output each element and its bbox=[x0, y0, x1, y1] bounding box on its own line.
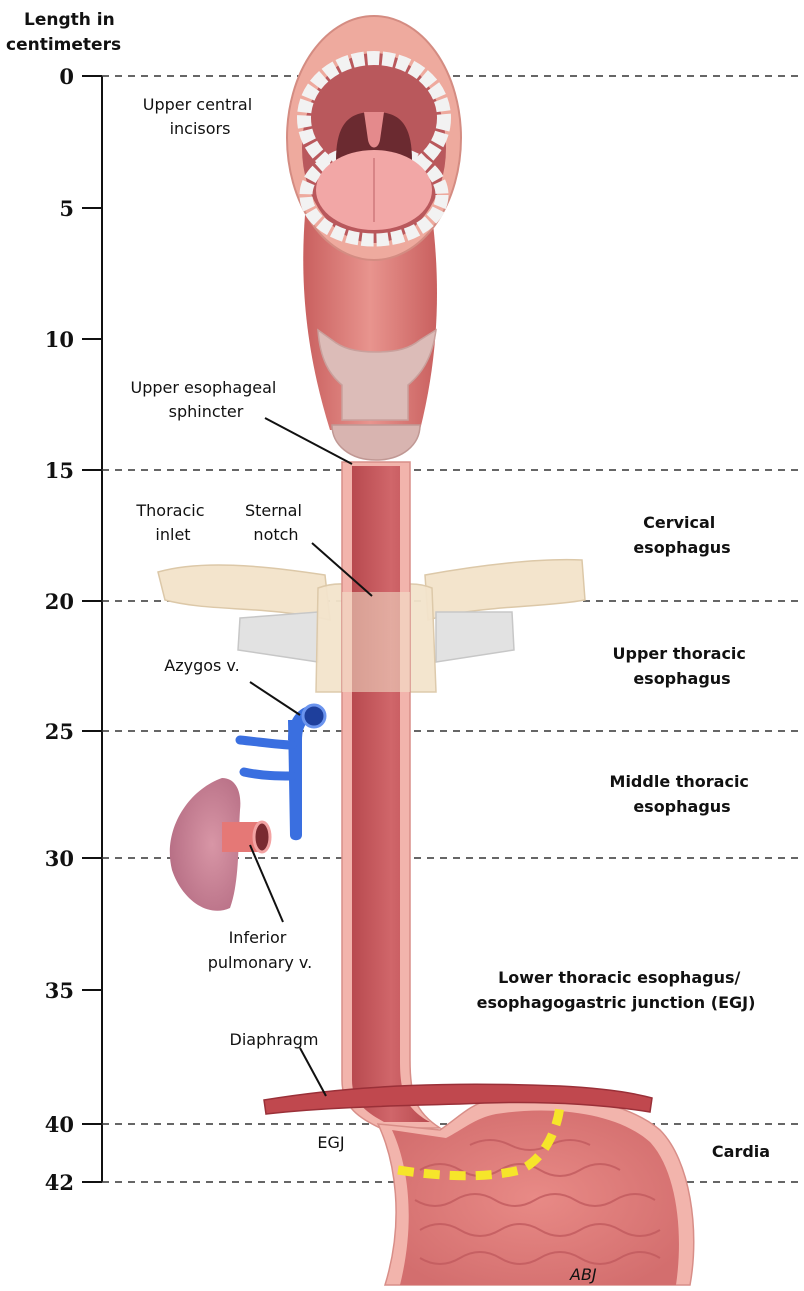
upper-thoracic-region-label: Upper thoracic esophagus bbox=[613, 644, 752, 688]
azygos-branch-upper bbox=[240, 740, 292, 745]
left-rib-cartilage bbox=[238, 612, 318, 662]
sternum-overlay bbox=[342, 592, 410, 692]
middle-thoracic-region-label: Middle thoracic esophagus bbox=[610, 772, 755, 816]
tick-label-40: 40 bbox=[45, 1112, 74, 1137]
axis-ticks bbox=[82, 76, 102, 1182]
left-clavicle bbox=[158, 565, 330, 620]
sternal-notch-label: Sternal notch bbox=[245, 501, 307, 544]
region-labels: Cervical esophagus Upper thoracic esopha… bbox=[477, 513, 770, 1161]
axis-tick-labels: 0 5 10 15 20 25 30 35 40 42 bbox=[45, 64, 74, 1195]
tick-label-5: 5 bbox=[59, 196, 74, 221]
incisors-label: Upper central incisors bbox=[143, 95, 258, 138]
esophagus bbox=[342, 462, 440, 1128]
azygos-leader bbox=[250, 682, 300, 715]
right-rib-cartilage bbox=[436, 612, 514, 662]
pulmonary-vein-opening bbox=[254, 822, 270, 852]
egj-label: EGJ bbox=[317, 1133, 344, 1152]
right-clavicle bbox=[425, 560, 585, 620]
esophagus-lumen bbox=[352, 466, 430, 1122]
diaphragm-leader bbox=[300, 1048, 326, 1096]
tick-label-42: 42 bbox=[45, 1170, 74, 1195]
tick-label-20: 20 bbox=[45, 589, 74, 614]
tick-label-35: 35 bbox=[45, 978, 74, 1003]
axis-title: Length in centimeters bbox=[6, 10, 121, 55]
thoracic-inlet-label: Thoracic inlet bbox=[135, 501, 209, 544]
length-axis: Length in centimeters 0 5 10 15 20 25 30… bbox=[6, 10, 121, 1195]
tick-label-0: 0 bbox=[59, 64, 74, 89]
artist-signature: ABJ bbox=[569, 1265, 597, 1284]
tick-label-25: 25 bbox=[45, 719, 74, 744]
ues-label: Upper esophageal sphincter bbox=[131, 378, 282, 421]
tick-label-30: 30 bbox=[45, 846, 74, 871]
inferior-pulmonary-label: Inferior pulmonary v. bbox=[208, 928, 313, 972]
cricoid-cartilage bbox=[332, 425, 420, 460]
tick-label-10: 10 bbox=[45, 327, 74, 352]
cervical-region-label: Cervical esophagus bbox=[633, 513, 730, 557]
azygos-vein bbox=[240, 705, 325, 840]
pulmonary-leader bbox=[250, 845, 283, 922]
azygos-opening bbox=[303, 705, 325, 727]
stomach-mucosa bbox=[392, 1110, 679, 1285]
lung-pulmonary-vein bbox=[170, 778, 270, 911]
open-mouth-illustration bbox=[287, 16, 461, 260]
azygos-branch-lower bbox=[244, 772, 292, 776]
tick-label-15: 15 bbox=[45, 458, 74, 483]
azygos-label: Azygos v. bbox=[164, 656, 240, 675]
diaphragm-label: Diaphragm bbox=[230, 1030, 319, 1049]
lower-thoracic-region-label: Lower thoracic esophagus/ esophagogastri… bbox=[477, 968, 756, 1012]
cardia-region-label: Cardia bbox=[712, 1142, 770, 1161]
